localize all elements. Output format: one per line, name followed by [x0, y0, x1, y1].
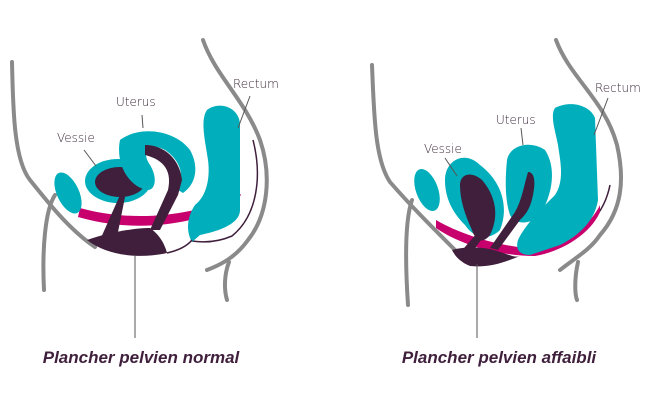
rectum — [188, 105, 240, 242]
uterus-leader — [520, 127, 524, 146]
label-rectum: Rectum — [595, 81, 641, 95]
bladder-inner — [460, 174, 496, 241]
rectum — [517, 104, 598, 255]
leg-outline-front — [41, 193, 57, 292]
label-bladder: Vessie — [424, 142, 462, 156]
body-outline-back — [554, 38, 624, 272]
uterus-leader — [141, 114, 144, 129]
urethra — [100, 195, 125, 240]
body-outline-front — [370, 63, 457, 252]
body-outline-front — [10, 60, 97, 249]
perineal-body — [452, 247, 520, 267]
pubic-bone — [54, 172, 82, 214]
rectum-leader — [237, 95, 251, 129]
bladder-leader — [444, 157, 458, 177]
label-rectum: Rectum — [233, 77, 279, 91]
leg-outline-front — [404, 198, 414, 307]
anal-canal-line — [166, 239, 193, 254]
uterus-canal — [145, 145, 182, 230]
label-uterus: Uterus — [116, 95, 156, 109]
leg-outline-back — [222, 260, 231, 302]
leg-outline-back — [573, 260, 580, 302]
uterus — [119, 131, 196, 193]
panel-title-normal: Plancher pelvien normal — [43, 348, 241, 367]
panel-title-weakened: Plancher pelvien affaibli — [402, 348, 598, 367]
label-uterus: Uterus — [496, 113, 536, 127]
pelvic-wall-line — [191, 139, 259, 243]
label-bladder: Vessie — [57, 131, 95, 145]
panel-normal: Vessie Uterus Rectum Plancher pelvien no… — [10, 38, 279, 367]
pubic-bone — [414, 168, 440, 212]
bladder-leader — [83, 149, 97, 167]
rectum-leader — [593, 97, 609, 136]
perineal-body — [87, 228, 167, 256]
panel-weakened: Vessie Uterus Rectum Plancher pelvien af… — [370, 38, 641, 367]
uterus-canal — [490, 172, 535, 250]
body-outline-back — [201, 38, 269, 272]
